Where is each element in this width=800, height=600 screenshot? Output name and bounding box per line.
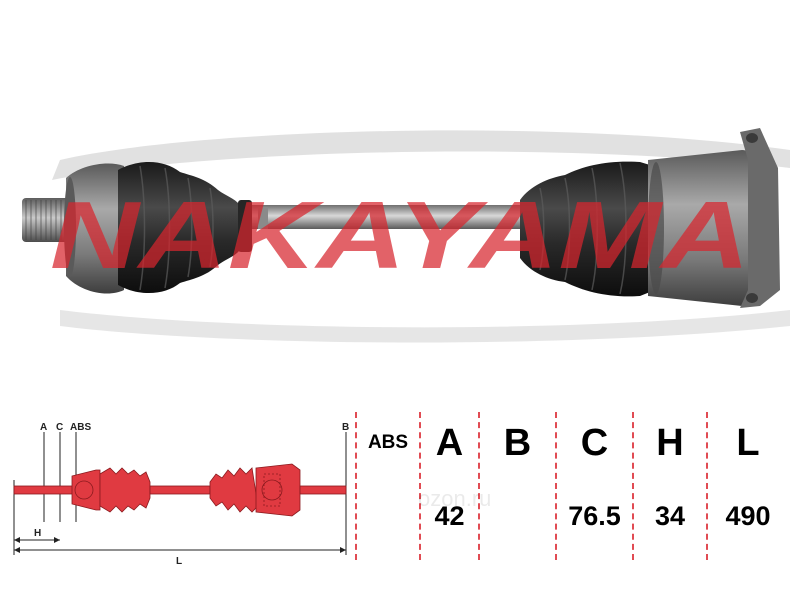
table-divider [419,412,421,560]
header-l: L [736,422,760,464]
table-divider [706,412,708,560]
header-a: A [435,422,464,464]
dim-label-abs: ABS [70,422,91,433]
outer-cv-joint [22,163,124,294]
header-c: C [580,422,609,464]
outer-boot-clamp [258,207,268,229]
header-h: H [656,422,684,464]
dim-label-c: C [56,422,63,433]
axle-shaft [250,205,550,229]
spec-table: ABS A B C H L 42 76.5 34 490 [355,412,790,560]
table-divider [632,412,634,560]
value-abs [357,498,419,534]
table-divider [478,412,480,560]
header-b: B [503,422,532,464]
inner-cv-boot [520,161,650,297]
table-divider [355,412,357,560]
value-h: 34 [654,501,686,531]
product-photo: NAKAYAMA [22,128,790,343]
dim-label-l: L [176,556,182,567]
value-l: 490 [725,501,771,531]
dimension-diagram: A C ABS B H L [13,422,349,567]
watermark-swoosh [52,130,790,343]
table-divider [555,412,557,560]
outer-cv-boot [118,161,252,294]
brand-watermark: NAKAYAMA [50,182,750,289]
dim-label-a: A [40,422,47,433]
dim-label-h: H [34,528,41,539]
dim-label-b: B [342,422,349,433]
value-c: 76.5 [568,501,621,531]
axle-silhouette [13,463,347,517]
inner-cv-housing [648,128,780,308]
header-abs: ABS [367,432,409,453]
value-a: 42 [434,501,465,531]
marketplace-watermark: ozon.ru [418,486,492,511]
